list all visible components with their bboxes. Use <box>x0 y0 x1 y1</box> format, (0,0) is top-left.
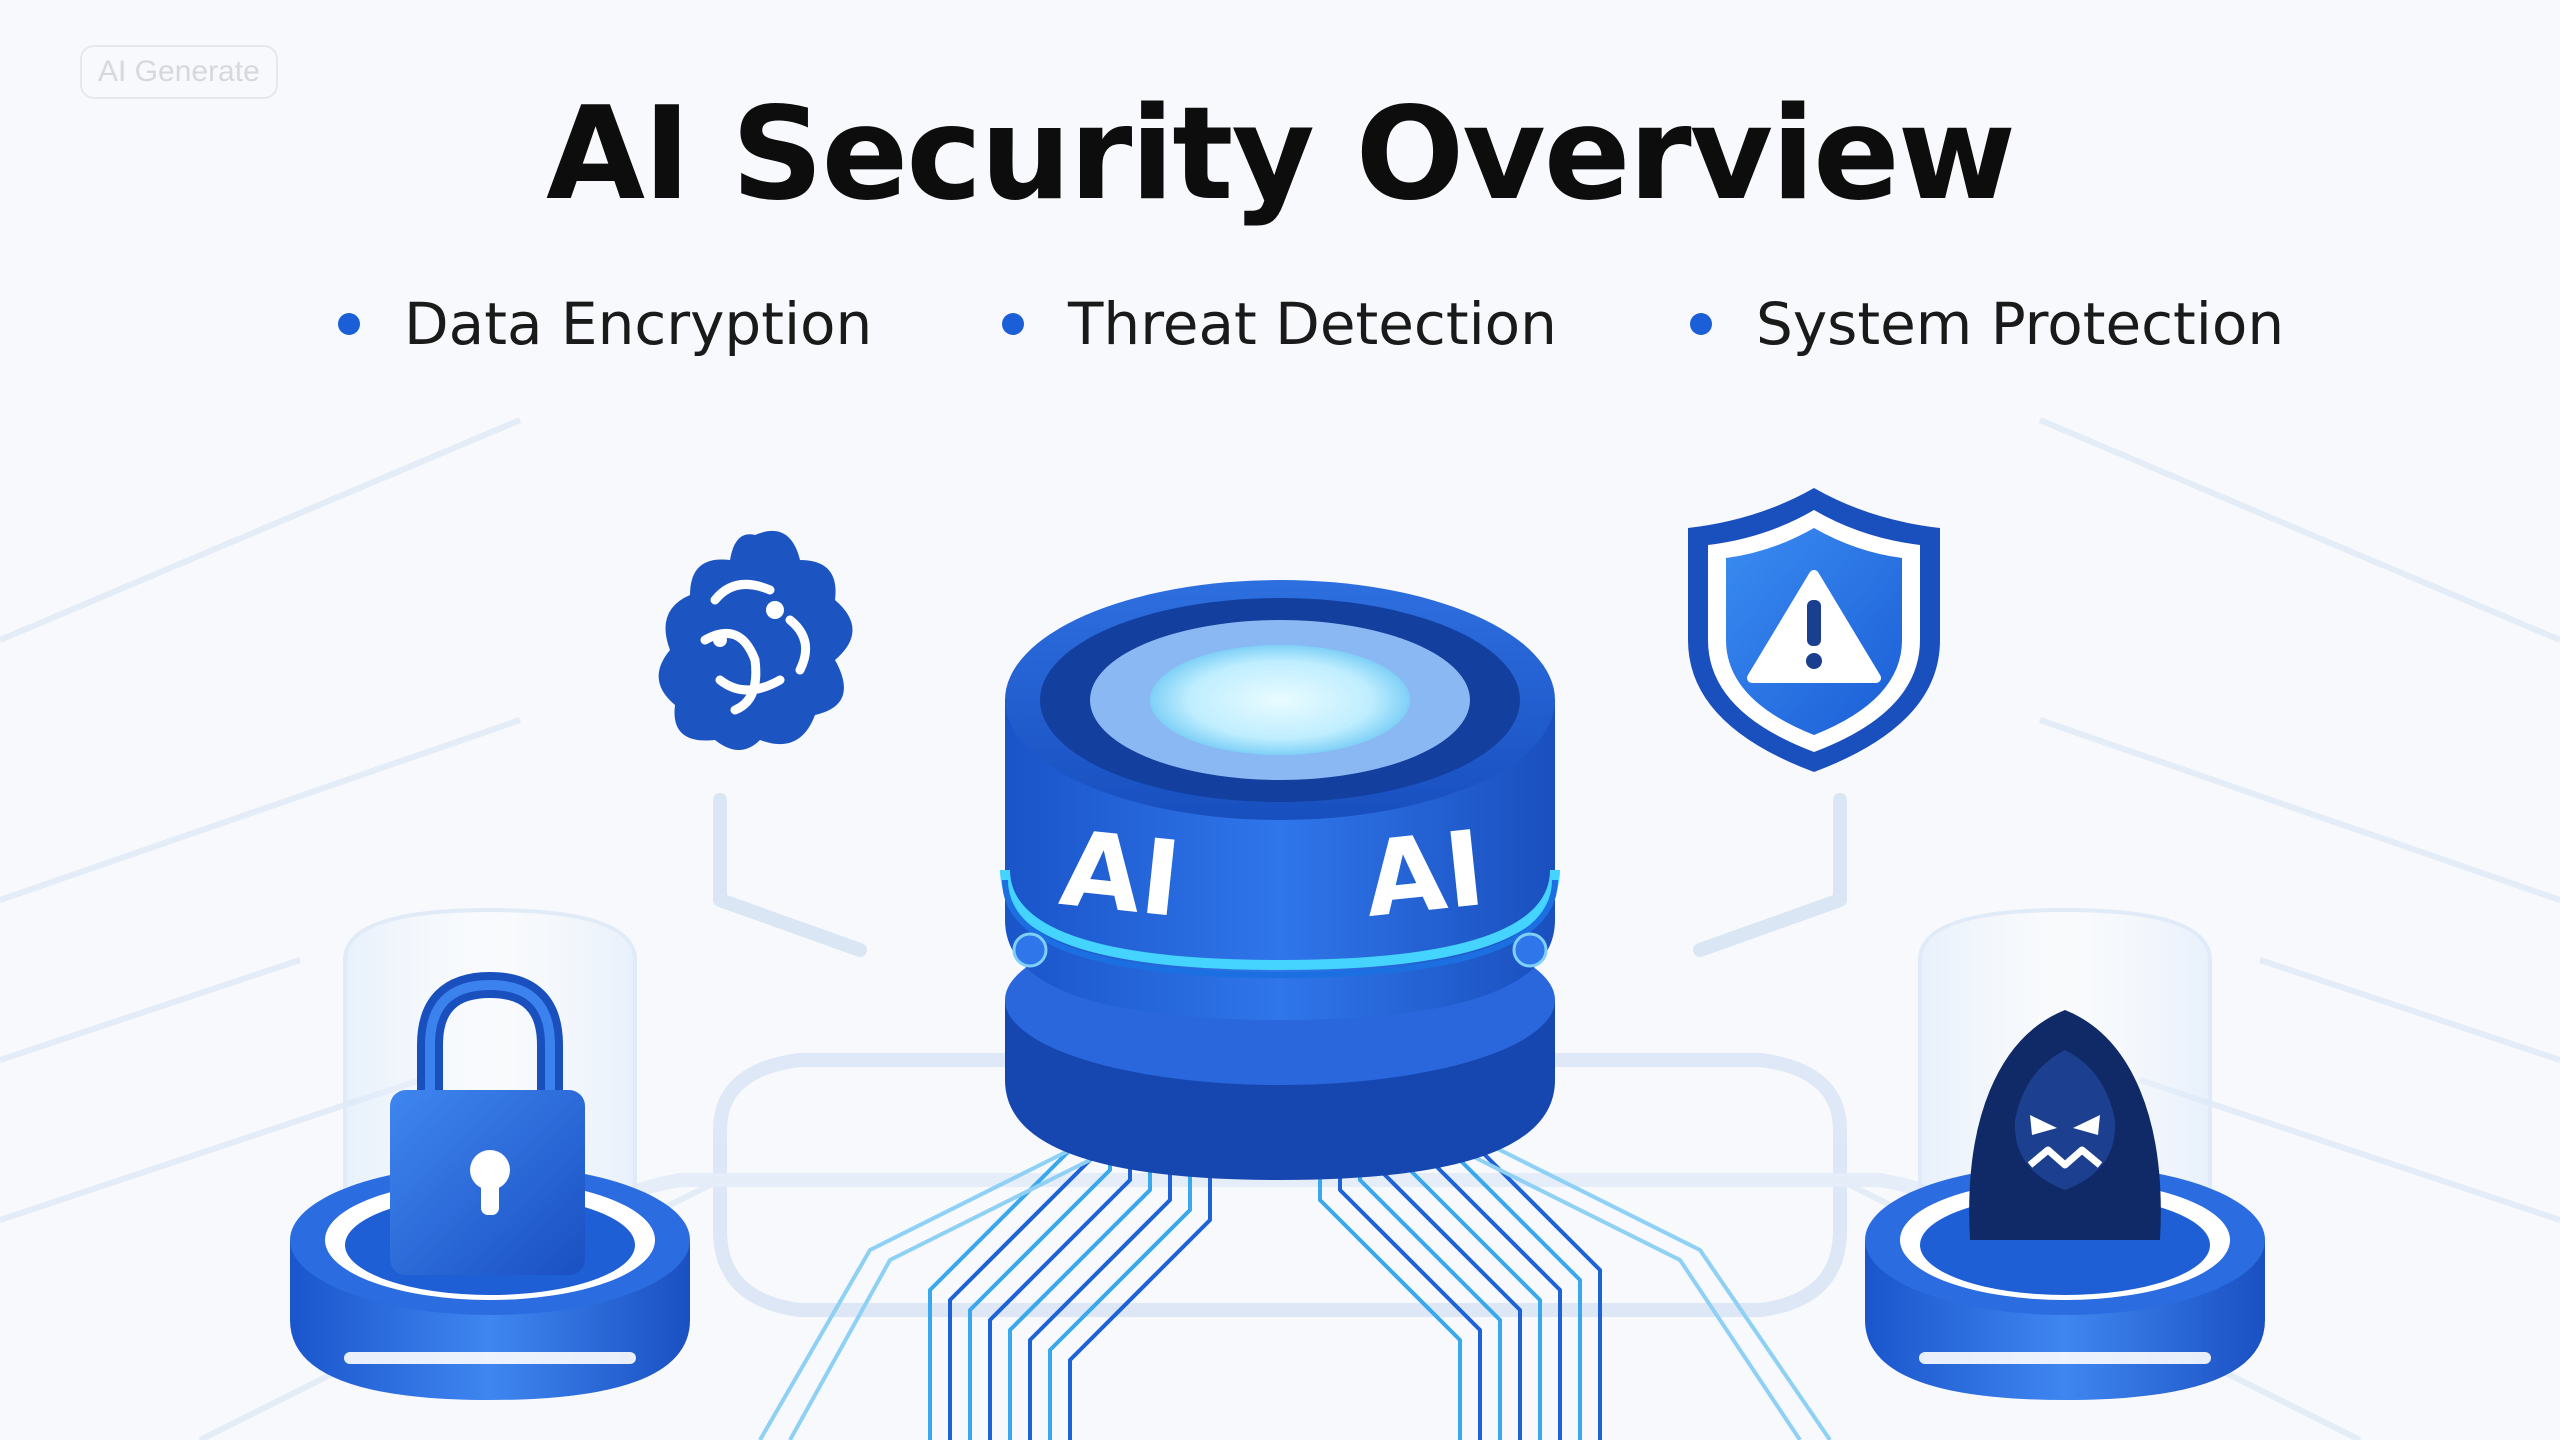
feature-item-system-protection: System Protection <box>1690 290 2284 358</box>
hooded-hacker-icon <box>1969 1010 2161 1240</box>
watermark: AI Generate <box>80 45 278 99</box>
warning-shield-icon <box>1688 488 1940 772</box>
feature-label: System Protection <box>1756 290 2285 358</box>
connector-brackets <box>713 793 1847 957</box>
bullet-dot <box>338 313 360 335</box>
ai-hub: AI AI <box>1000 580 1560 1180</box>
feature-item-threat-detection: Threat Detection <box>1002 290 1557 358</box>
bullet-dot <box>1002 313 1024 335</box>
feature-label: Data Encryption <box>404 290 873 358</box>
feature-label: Threat Detection <box>1068 290 1557 358</box>
page-title: AI Security Overview <box>546 80 2016 229</box>
padlock-icon <box>390 971 585 1275</box>
bullet-dot <box>1690 313 1712 335</box>
brain-icon <box>658 530 853 750</box>
feature-list: Data Encryption Threat Detection System … <box>0 290 2560 370</box>
hub-label-right: AI <box>1359 807 1490 941</box>
feature-item-data-encryption: Data Encryption <box>338 290 872 358</box>
hub-label-left: AI <box>1055 807 1186 941</box>
